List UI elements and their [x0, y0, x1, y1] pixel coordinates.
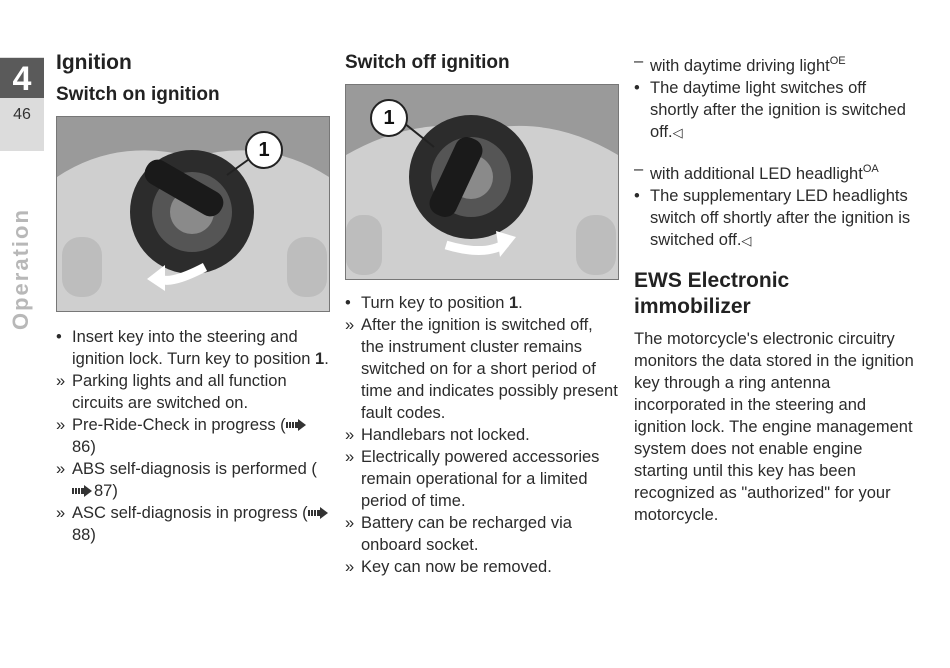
end-mark-icon: ◁	[741, 233, 752, 248]
ews-heading: EWS Electronic immobilizer	[634, 269, 790, 318]
callout-1: 1	[245, 131, 283, 169]
list-item: •The daytime light switches off shortly …	[634, 79, 906, 141]
section-label: Operation	[8, 208, 33, 330]
column-options-ews: –with daytime driving lightOE •The dayti…	[634, 50, 914, 526]
list-item: •Turn key to position 1.	[345, 294, 523, 312]
switch-off-list: •Turn key to position 1. »After the igni…	[345, 292, 620, 578]
ews-body: The motorcycle's electronic circuitry mo…	[634, 330, 914, 524]
page-reference-icon	[307, 507, 328, 519]
list-item: »Parking lights and all function circuit…	[56, 372, 287, 412]
option-led-headlight: –with additional LED headlightOA •The su…	[634, 158, 914, 252]
page-reference-icon	[285, 419, 306, 431]
switch-on-illustration: 1	[56, 116, 330, 312]
chapter-number: 4	[0, 58, 44, 98]
ignition-heading: Ignition	[56, 51, 132, 74]
page-number: 46	[13, 106, 31, 123]
switch-off-illustration: 1	[345, 84, 619, 280]
switch-on-list: •Insert key into the steering and igniti…	[56, 326, 331, 546]
switch-off-heading: Switch off ignition	[345, 52, 510, 73]
list-item: •Insert key into the steering and igniti…	[56, 328, 329, 368]
page-reference[interactable]: 87	[94, 482, 113, 500]
option-label: –with additional LED headlightOA	[634, 160, 879, 183]
callout-1: 1	[370, 99, 408, 137]
list-item: »Pre-Ride-Check in progress (86)	[56, 414, 331, 458]
list-item: »Key can now be removed.	[345, 558, 552, 576]
list-item: »After the ignition is switched off, the…	[345, 316, 618, 422]
option-label: –with daytime driving lightOE	[634, 52, 846, 75]
column-ignition: Ignition Switch on ignition 1 •Insert ke…	[56, 50, 331, 546]
list-item: »ABS self-diagnosis is performed (87)	[56, 460, 317, 500]
end-mark-icon: ◁	[672, 125, 683, 140]
page-reference[interactable]: 86	[72, 438, 91, 456]
list-item: •The supplementary LED headlights switch…	[634, 187, 911, 249]
page-reference-icon	[72, 485, 92, 497]
column-switch-off: Switch off ignition 1 •Turn key to posit…	[345, 50, 620, 578]
page-reference[interactable]: 88	[72, 526, 91, 544]
list-item: »Battery can be recharged via onboard so…	[345, 514, 572, 554]
list-item: »ASC self-diagnosis in progress (88)	[56, 502, 331, 546]
switch-on-heading: Switch on ignition	[56, 84, 220, 105]
option-daytime-light: –with daytime driving lightOE •The dayti…	[634, 50, 914, 144]
list-item: »Handlebars not locked.	[345, 426, 530, 444]
list-item: »Electrically powered accessories remain…	[345, 448, 600, 510]
